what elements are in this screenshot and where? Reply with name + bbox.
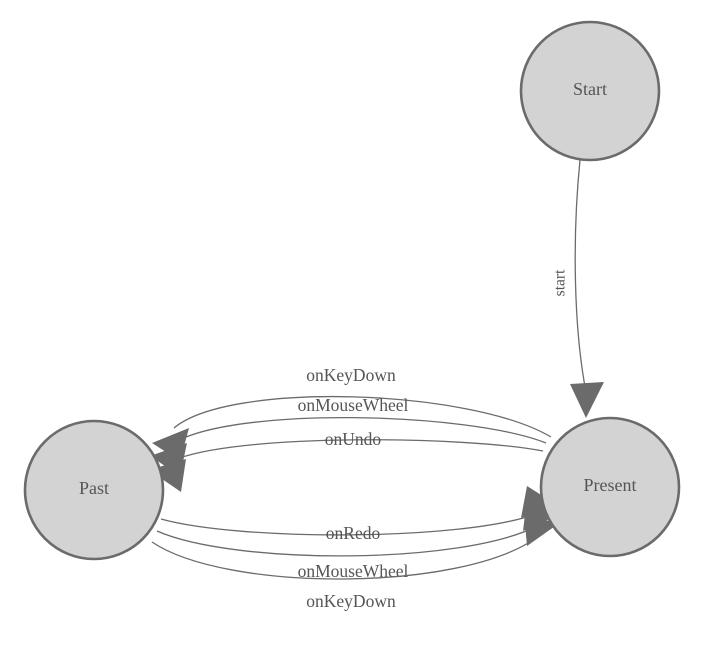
- node-present-circle: [539, 416, 681, 558]
- edge-past-to-present-onredo-label: onRedo: [326, 523, 381, 543]
- node-past-label: Past: [79, 478, 109, 498]
- edge-past-to-present-onmousewheel-label: onMouseWheel: [298, 561, 409, 581]
- edge-present-to-past-onmousewheel-path: [171, 416, 547, 445]
- edge-present-to-past-onundo-label: onUndo: [325, 429, 382, 449]
- node-start-label: Start: [573, 79, 607, 99]
- edge-past-to-present-onkeydown-path: [151, 537, 537, 580]
- edge-past-to-present-onkeydown-label: onKeyDown: [306, 591, 396, 611]
- node-past-circle: [23, 419, 165, 561]
- edge-start-to-present[interactable]: start: [552, 159, 604, 418]
- edge-past-to-present-onredo-path: [160, 513, 537, 536]
- edge-start-to-present-arrowhead: [570, 382, 604, 418]
- edge-past-to-present-onmousewheel-path: [156, 525, 538, 557]
- node-start-circle: [519, 20, 661, 162]
- edge-present-to-past-onkeydown-label: onKeyDown: [306, 365, 396, 385]
- edge-present-to-past-onundo[interactable]: onUndo: [149, 429, 544, 492]
- edge-past-to-present-onkeydown[interactable]: onKeyDown: [151, 513, 558, 611]
- edge-present-to-past-onkeydown-path: [173, 396, 552, 438]
- edge-start-to-present-path: [574, 159, 587, 393]
- edge-start-to-present-label: start: [552, 269, 569, 296]
- node-present-label: Present: [584, 475, 637, 495]
- edge-present-to-past-onmousewheel-label: onMouseWheel: [298, 395, 409, 415]
- node-present[interactable]: Present: [539, 416, 681, 558]
- edge-present-to-past-onundo-path: [171, 439, 544, 462]
- edge-past-to-present-onredo[interactable]: onRedo: [160, 486, 557, 543]
- node-past[interactable]: Past: [23, 419, 165, 561]
- node-start[interactable]: Start: [519, 20, 661, 162]
